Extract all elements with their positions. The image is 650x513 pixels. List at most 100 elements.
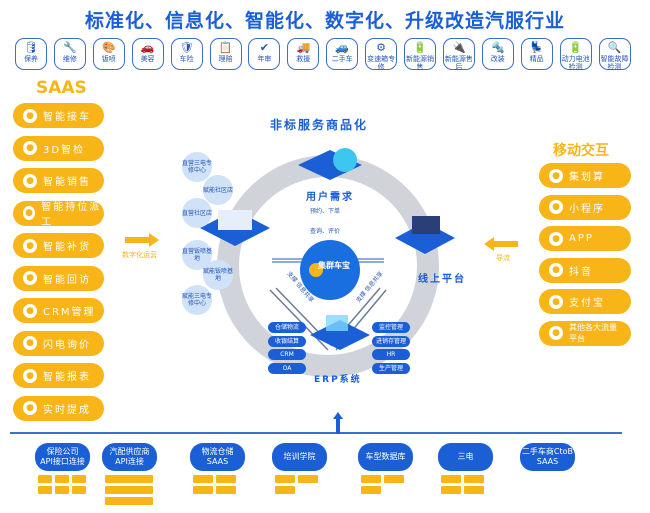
partner-sublabel: API接口连接 — [40, 457, 85, 466]
store-building-icon — [218, 210, 252, 230]
mobile-item-3[interactable]: ●APP — [539, 226, 631, 251]
service-label: 精品 — [529, 55, 544, 63]
store-bubble: 直营三电专修中心 — [182, 152, 212, 182]
saas-item-10[interactable]: ●实时提成 — [13, 395, 104, 421]
partner-tag-chip — [441, 486, 461, 494]
erp-module: OA — [268, 362, 306, 374]
partner-tag-chip — [464, 475, 484, 483]
service-label: 维修 — [62, 55, 77, 63]
service-3[interactable]: 🎨钣喷 — [92, 38, 125, 70]
service-5[interactable]: 🛡车险 — [170, 38, 203, 70]
saas-item-9[interactable]: ●智能报表 — [13, 363, 104, 388]
saas-item-8[interactable]: ●闪电询价 — [13, 330, 104, 356]
saas-item-1[interactable]: ●智能接车 — [13, 103, 104, 128]
service-label: 变速箱专修 — [367, 55, 396, 71]
partner-sublabel: API连接 — [115, 457, 144, 466]
saas-item-7[interactable]: ● CRM管理 — [13, 298, 104, 323]
mobile-item-icon: ● — [549, 294, 563, 309]
service-8[interactable]: 🚚救援 — [287, 38, 320, 70]
partner-tag-chip — [55, 486, 69, 494]
brand-name: 集群车宝 — [318, 261, 350, 270]
service-15[interactable]: 🔋动力电池检测 — [559, 38, 592, 71]
service-label: 年审 — [257, 55, 272, 63]
service-1[interactable]: 🛢保养 — [15, 38, 47, 70]
service-label: 改装 — [490, 55, 505, 63]
saas-item-label: 智能销售 — [43, 177, 91, 188]
partner-4[interactable]: 培训学院 — [272, 443, 327, 471]
service-10[interactable]: ⚙变速箱专修 — [365, 38, 398, 71]
oil-icon: 🛢 — [24, 41, 38, 54]
partner-tag-chip — [105, 497, 153, 505]
gearbox-icon: ⚙ — [376, 41, 387, 54]
partner-tag-chip — [72, 486, 86, 494]
service-13[interactable]: 🔩改装 — [481, 38, 514, 70]
insurance-icon: 🛡 — [179, 41, 194, 54]
saas-item-6[interactable]: ●智能回访 — [13, 265, 104, 291]
erp-module: 收银结算 — [268, 335, 306, 347]
mobile-item-label: 抖音 — [569, 266, 593, 278]
saas-item-icon: ● — [23, 303, 37, 318]
partner-6[interactable]: 三电 — [438, 443, 493, 471]
partner-tag-chip — [55, 475, 69, 483]
service-16[interactable]: 🔍智能故障检测 — [598, 38, 631, 71]
service-7[interactable]: ✔年审 — [248, 38, 281, 70]
erp-module: 进销存管理 — [372, 335, 410, 347]
erp-module: 监控管理 — [372, 322, 410, 333]
partner-5[interactable]: 车型数据库 — [358, 443, 413, 471]
battery-icon: 🔋 — [568, 41, 583, 54]
saas-item-4[interactable]: ●智能持位派工 — [13, 200, 104, 228]
service-2[interactable]: 🔧维修 — [53, 38, 86, 70]
partner-tag-chip — [464, 486, 484, 494]
saas-item-label: 闪电询价 — [43, 339, 91, 351]
mobile-item-2[interactable]: ●小程序 — [539, 194, 631, 220]
brand-logo-icon — [309, 263, 323, 277]
service-4[interactable]: 🚗美容 — [131, 38, 164, 70]
mobile-item-label: 支付宝 — [569, 298, 605, 309]
saas-item-2[interactable]: ●3D智检 — [13, 135, 104, 161]
service-label: 美容 — [140, 55, 155, 63]
partner-sublabel: SAAS — [206, 457, 229, 466]
mobile-item-5[interactable]: ● 支付宝 — [539, 289, 631, 314]
partner-label: 汽配供应商 — [109, 447, 150, 456]
service-label: 新能源售后 — [444, 55, 473, 71]
partner-label: 三电 — [457, 452, 474, 461]
saas-item-5[interactable]: ●智能补货 — [13, 233, 104, 258]
car-wash-icon: 🚗 — [140, 41, 155, 54]
mobile-item-6[interactable]: ●其他各大流量平台 — [539, 320, 631, 346]
mobile-item-label: 集划算 — [569, 172, 605, 183]
used-car-icon: 🚙 — [335, 41, 350, 54]
service-label: 钣喷 — [101, 55, 116, 63]
digital-ops-label: 数字化运营 — [122, 251, 157, 259]
partner-tag-chip — [38, 475, 52, 483]
service-11[interactable]: 🔋新能源销售 — [404, 38, 436, 71]
saas-item-label: CRM管理 — [43, 307, 96, 318]
spray-icon: 🎨 — [101, 41, 116, 54]
center-title: 非标服务商品化 — [270, 118, 369, 132]
store-bubble: 赋能三电专修中心 — [182, 285, 212, 315]
saas-item-label: 智能报表 — [43, 372, 91, 383]
partner-tag-chip — [275, 475, 295, 483]
demand-arrow-label: 预约、下单 — [310, 208, 341, 215]
inspection-icon: ✔ — [259, 41, 269, 54]
service-12[interactable]: 🔌新能源售后 — [442, 38, 475, 71]
repair-icon: 🔧 — [63, 41, 77, 54]
service-6[interactable]: 📋理赔 — [209, 38, 242, 70]
mobile-item-4[interactable]: ●抖音 — [539, 257, 631, 283]
saas-item-3[interactable]: ● 智能销售 — [13, 168, 104, 193]
tow-truck-icon: 🚚 — [296, 41, 311, 54]
erp-module: CRM — [268, 349, 306, 360]
partner-tag-chip — [361, 475, 381, 483]
mobile-item-1[interactable]: ●集划算 — [539, 163, 631, 188]
saas-item-icon: ● — [23, 173, 37, 188]
chat-bubble-icon — [333, 148, 357, 172]
service-9[interactable]: 🚙二手车 — [326, 38, 359, 70]
saas-item-label: 智能持位派工 — [41, 202, 102, 228]
service-14[interactable]: 💺精品 — [520, 38, 553, 70]
saas-item-label: 3D智检 — [43, 144, 86, 156]
right-arrow-icon — [125, 233, 159, 247]
mobile-item-label: APP — [569, 233, 594, 244]
